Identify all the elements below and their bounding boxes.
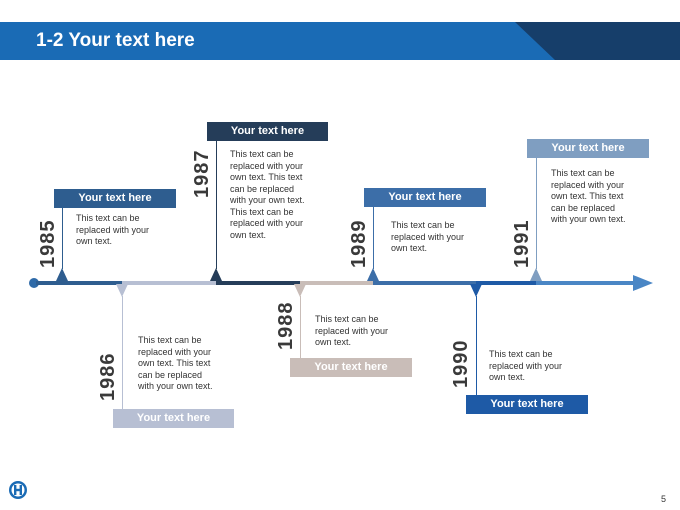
timeline-segment-1985 <box>36 281 122 285</box>
description-1987: This text can be replaced with your own … <box>230 149 305 240</box>
marker-1990 <box>470 284 482 297</box>
description-1988: This text can be replaced with your own … <box>315 314 389 347</box>
year-1989: 1989 <box>348 219 370 269</box>
marker-1987 <box>210 268 222 281</box>
connector-1991 <box>536 157 537 269</box>
year-1985: 1985 <box>37 219 59 269</box>
connector-1988 <box>300 296 301 358</box>
connector-1985 <box>62 207 63 269</box>
title-box-1991: Your text here <box>527 139 649 158</box>
header-accent <box>515 22 680 60</box>
page-title: 1-2 Your text here <box>36 30 195 51</box>
connector-1987 <box>216 140 217 269</box>
timeline-segment-1990 <box>476 281 536 285</box>
timeline-segment-1986 <box>122 281 216 285</box>
timeline-segment-1988 <box>300 281 373 285</box>
year-1987: 1987 <box>191 149 213 199</box>
marker-1985 <box>56 268 68 281</box>
year-1986: 1986 <box>97 352 119 402</box>
title-box-1985: Your text here <box>54 189 176 208</box>
title-box-1990: Your text here <box>466 395 588 414</box>
title-box-1988: Your text here <box>290 358 412 377</box>
timeline-segment-1991 <box>536 281 634 285</box>
description-1990: This text can be replaced with your own … <box>489 349 563 382</box>
marker-1991 <box>530 268 542 281</box>
title-box-1986: Your text here <box>113 409 234 428</box>
description-1991: This text can be replaced with your own … <box>551 168 626 224</box>
year-1991: 1991 <box>511 219 533 269</box>
marker-1989 <box>367 268 379 281</box>
marker-1986 <box>116 284 128 297</box>
year-1990: 1990 <box>450 339 472 389</box>
timeline-segment-1987 <box>216 281 300 285</box>
description-1986: This text can be replaced with your own … <box>138 335 213 391</box>
marker-1988 <box>294 284 306 297</box>
year-1988: 1988 <box>275 301 297 351</box>
connector-1986 <box>122 296 123 409</box>
title-box-1989: Your text here <box>364 188 486 207</box>
timeline-arrowhead <box>633 275 653 291</box>
company-logo-icon <box>9 481 27 499</box>
description-1985: This text can be replaced with your own … <box>76 213 150 246</box>
connector-1989 <box>373 206 374 269</box>
header-bar: 1-2 Your text here <box>0 22 680 60</box>
title-box-1987: Your text here <box>207 122 328 141</box>
timeline-segment-1989 <box>373 281 476 285</box>
page-number: 5 <box>661 494 667 504</box>
connector-1990 <box>476 296 477 395</box>
timeline-start-dot <box>29 278 39 288</box>
description-1989: This text can be replaced with your own … <box>391 220 465 253</box>
